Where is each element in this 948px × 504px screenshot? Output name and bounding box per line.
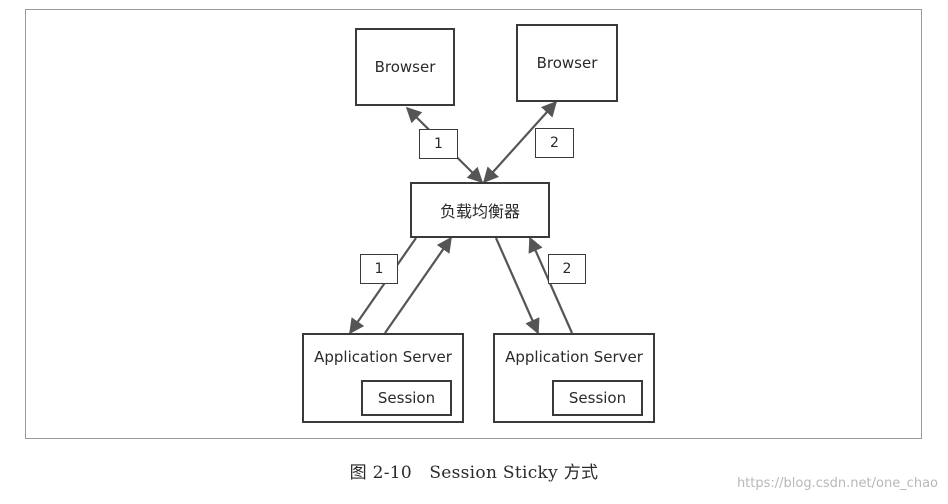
arrow-browser-right-to-lb [482, 100, 558, 184]
application-server-left-label: Application Server [314, 348, 452, 366]
badge-bottom-right: 2 [548, 254, 586, 284]
application-server-right-label: Application Server [505, 348, 643, 366]
badge-top-right-label: 2 [550, 135, 559, 151]
figure-caption: 图 2-10 Session Sticky 方式 [349, 463, 599, 483]
badge-bottom-left-label: 1 [374, 261, 384, 277]
badge-bottom-right-label: 2 [562, 261, 572, 277]
browser-left-label: Browser [374, 58, 436, 76]
arrow-server-left-to-lb [384, 236, 452, 334]
load-balancer-label: 负载均衡器 [439, 202, 520, 221]
load-balancer-node: 负载均衡器 [410, 182, 550, 238]
session-right-box: Session [552, 380, 643, 416]
session-left-box: Session [361, 380, 452, 416]
arrow-server-right-to-lb [528, 236, 574, 334]
browser-right-label: Browser [536, 54, 598, 72]
browser-left-node: Browser [355, 28, 455, 106]
session-left-label: Session [377, 389, 436, 407]
badge-top-right: 2 [535, 128, 574, 158]
badge-top-left-label: 1 [434, 136, 443, 152]
browser-right-node: Browser [516, 24, 618, 102]
watermark-text: https://blog.csdn.net/one_chao [736, 476, 938, 491]
session-right-label: Session [568, 389, 627, 407]
application-server-right: Application Server Session [493, 333, 655, 423]
badge-bottom-left: 1 [360, 254, 398, 284]
arrow-lb-to-server-left [349, 237, 417, 335]
arrow-lb-to-server-right [494, 237, 540, 335]
application-server-left: Application Server Session [302, 333, 464, 423]
badge-top-left: 1 [419, 129, 458, 159]
